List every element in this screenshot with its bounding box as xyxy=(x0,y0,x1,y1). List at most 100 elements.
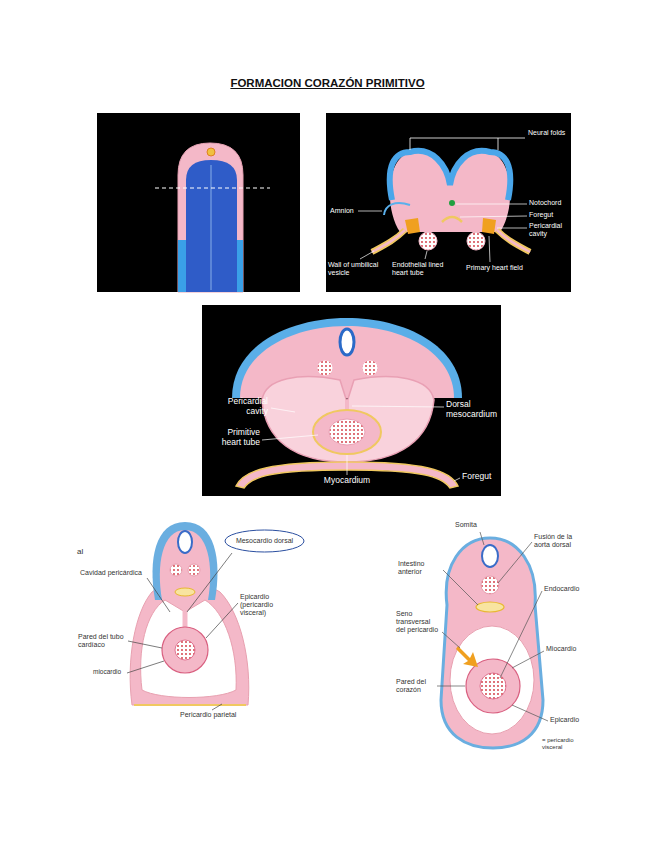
part-label: Epicardio (pericardio visceral) xyxy=(240,593,290,617)
ectoderm xyxy=(232,318,462,398)
endocardium xyxy=(329,419,365,445)
leader-line xyxy=(410,138,525,150)
part-label: Somita xyxy=(455,521,477,529)
fused-aorta xyxy=(481,576,499,594)
part-label: Pared del corazón xyxy=(396,678,436,694)
image-ground xyxy=(97,113,300,292)
leader-line xyxy=(352,406,444,407)
heart-tube xyxy=(467,232,485,250)
dorsal-aorta xyxy=(188,564,200,576)
leader-line xyxy=(212,704,222,710)
umbilical-wall xyxy=(372,230,405,252)
cross-section-early xyxy=(326,113,571,292)
part-label: Seno transversal del pericardio xyxy=(396,610,441,634)
cardiogenic-spot xyxy=(207,148,215,156)
part-label: Primitive heart tube xyxy=(212,428,260,448)
part-label: = pericardio visceral xyxy=(542,737,586,751)
umbilical-wall-inner xyxy=(497,230,530,252)
leader-line xyxy=(437,686,465,687)
embryo-body xyxy=(441,538,543,748)
part-label: Pericardial cavity xyxy=(529,222,569,238)
part-label: Pericardio parietal xyxy=(180,711,236,719)
sinus-arrow xyxy=(456,646,478,667)
dorsal-aorta xyxy=(317,360,333,376)
leader-line xyxy=(147,578,170,612)
part-label: Fusión de la aorta dorsal xyxy=(534,533,582,549)
page-title: FORMACION CORAZÓN PRIMITIVO xyxy=(0,77,655,90)
part-label: Foregut xyxy=(462,472,491,482)
leader-line xyxy=(489,236,490,262)
dorsal-mesocardium xyxy=(183,610,188,628)
notochord xyxy=(449,200,455,206)
endocardium xyxy=(480,673,506,699)
amnion xyxy=(384,203,410,215)
umbilical-wall-inner xyxy=(372,230,405,252)
node-label: Mesocardio dorsal xyxy=(236,537,293,545)
leader-line xyxy=(358,211,382,212)
part-label: Epicardio xyxy=(550,716,579,724)
neural-plate xyxy=(186,160,237,292)
part-label: Pericardial cavity xyxy=(212,397,268,417)
leader-line xyxy=(498,542,532,583)
circled-label: Mesocardio dorsal xyxy=(224,529,305,553)
image-ground xyxy=(326,113,571,292)
part-label: Endocardio xyxy=(544,585,579,593)
pericardial-cavity xyxy=(262,377,434,462)
part-label: Miocardio xyxy=(546,645,576,653)
leader-line xyxy=(187,553,232,612)
cross-section-transverse-sinus xyxy=(437,532,548,748)
neural-tube xyxy=(178,531,192,553)
ectoderm xyxy=(153,522,218,600)
leader-line xyxy=(512,705,548,721)
embryo-outline xyxy=(178,143,243,292)
image-ground xyxy=(202,305,501,496)
leader-line xyxy=(271,408,295,412)
heart-tube-wall xyxy=(162,627,208,673)
leader-line xyxy=(454,478,460,481)
embryo-dorsal-view xyxy=(97,113,300,292)
foregut xyxy=(442,217,462,222)
part-label: miocardio xyxy=(93,668,121,675)
leader-line xyxy=(497,228,527,229)
cross-section-mesocardium xyxy=(127,522,249,710)
parietal-pericardium xyxy=(134,704,246,706)
foregut xyxy=(476,602,504,612)
part-label: Notochord xyxy=(529,199,561,207)
leader-line xyxy=(442,632,460,648)
pericardial-cavity xyxy=(450,626,534,734)
leader-line xyxy=(425,251,427,259)
heart-field xyxy=(405,218,420,234)
dorsal-aorta xyxy=(170,564,182,576)
leader-line xyxy=(347,455,348,475)
leader-line xyxy=(460,216,527,217)
part-label: Endothelial lined heart tube xyxy=(392,261,454,277)
leader-line xyxy=(128,641,162,648)
part-label: Intestino anterior xyxy=(398,560,442,576)
part-label: Myocardium xyxy=(317,476,377,486)
leader-line xyxy=(512,651,544,668)
leader-line xyxy=(360,251,374,259)
foregut xyxy=(175,588,195,596)
neural-tube xyxy=(340,329,354,355)
leader-line xyxy=(127,661,164,673)
part-label: Pared del tubo cardíaco xyxy=(78,633,126,649)
part-label: Wall of umbilical vesicle xyxy=(328,261,384,277)
heart-wall xyxy=(466,659,520,713)
leader-line xyxy=(443,570,478,605)
part-label: Amnion xyxy=(330,207,354,215)
myocardium xyxy=(313,410,381,454)
pericardial-cavity xyxy=(141,600,237,698)
heart-tube xyxy=(419,232,437,250)
part-label: Cavidad pericárdica xyxy=(80,569,142,577)
mesoderm xyxy=(160,530,210,600)
part-label: Foregut xyxy=(529,211,553,219)
ectoderm xyxy=(390,151,511,200)
part-label: Dorsal mesocardium xyxy=(446,400,500,420)
heart-field xyxy=(482,218,496,234)
section-line xyxy=(155,187,270,188)
leader-line xyxy=(500,591,542,678)
leader-line xyxy=(456,204,527,205)
umbilical-wall xyxy=(497,230,530,252)
ellipse-outline xyxy=(225,530,304,552)
primitive-line xyxy=(211,165,212,290)
